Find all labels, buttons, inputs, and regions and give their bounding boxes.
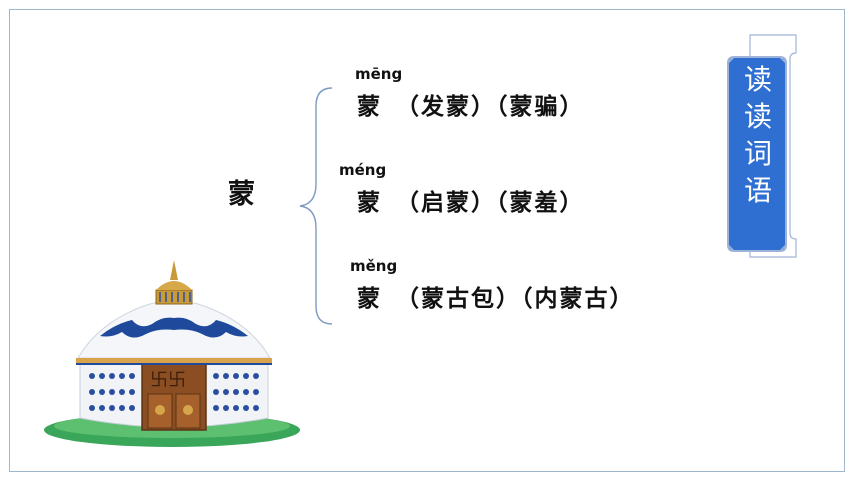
pinyin-label: měng (350, 257, 398, 275)
badge-char: 语 (743, 174, 772, 207)
svg-text:卐卐: 卐卐 (150, 370, 186, 391)
yurt-icon: 卐卐 (44, 260, 300, 447)
curly-brace-icon (299, 87, 333, 325)
read-words-badge: 读 读 词 语 (724, 33, 800, 265)
word-line: 蒙 （蒙古包）（内蒙古） (357, 279, 635, 313)
word-line: 蒙 （发蒙）（蒙骗） (357, 87, 585, 121)
badge-frame-icon (727, 34, 797, 258)
example-words: （蒙古包）（内蒙古） (396, 285, 635, 312)
reading-character: 蒙 (357, 93, 382, 120)
badge-char: 词 (743, 137, 772, 170)
example-words: （启蒙）（蒙羞） (396, 189, 585, 216)
example-words: （发蒙）（蒙骗） (396, 93, 585, 120)
reading-character: 蒙 (357, 285, 382, 312)
slide-frame (9, 9, 845, 472)
badge-char: 读 (743, 63, 772, 96)
pinyin-label: méng (339, 161, 387, 179)
badge-text: 读 读 词 语 (733, 61, 783, 209)
word-line: 蒙 （启蒙）（蒙羞） (357, 183, 585, 217)
main-character: 蒙 (228, 179, 255, 210)
pinyin-label: mēng (355, 65, 403, 83)
reading-character: 蒙 (357, 189, 382, 216)
badge-char: 读 (743, 100, 772, 133)
